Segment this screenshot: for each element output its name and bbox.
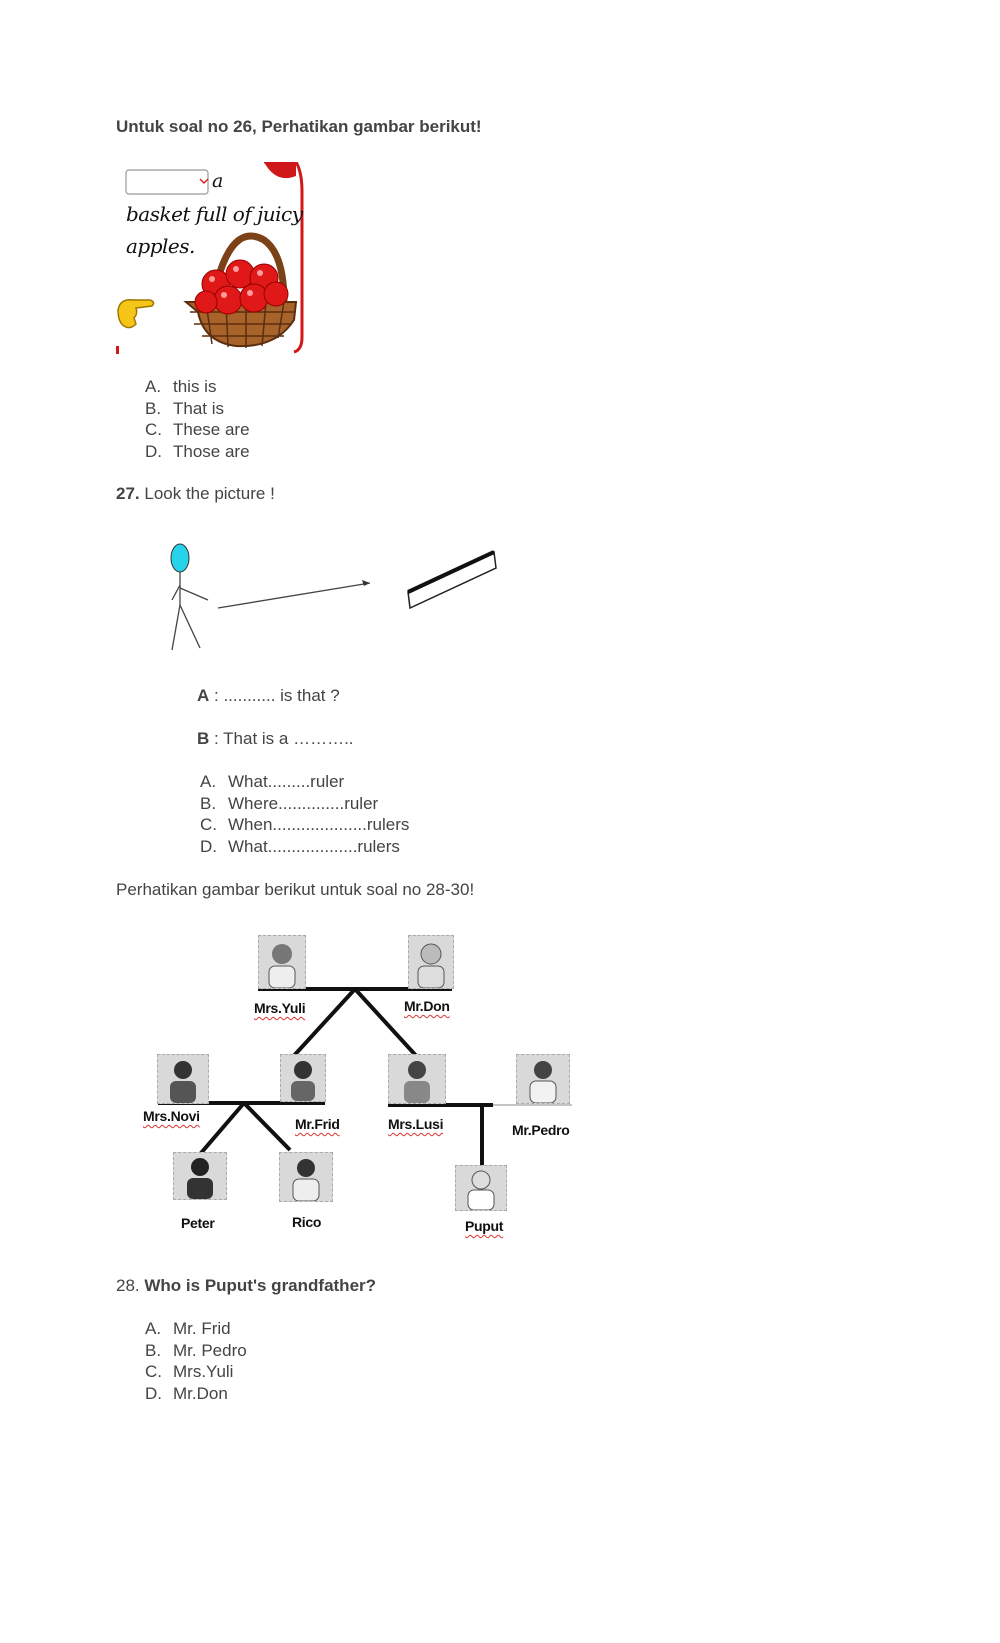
name-mr-pedro: Mr.Pedro [512,1122,570,1138]
name-mrs-lusi: Mrs.Lusi [388,1116,444,1132]
dialog-a-text: : ........... is that ? [214,686,340,705]
q26-options: A.this is B.That is C.These are D.Those … [145,376,250,462]
name-mrs-novi: Mrs.Novi [143,1108,200,1124]
dialog-line-b: B : That is a ……….. [197,729,354,749]
option-c[interactable]: C.These are [145,420,250,439]
q27-text: Look the picture ! [144,484,275,503]
option-c[interactable]: C.When....................rulers [200,815,410,834]
stick-figure-pointing-illustration [170,543,497,651]
avatar-mr-don [408,935,454,989]
q27-options: A.What.........ruler B.Where............… [200,771,409,857]
name-mrs-yuli: Mrs.Yuli [254,1000,306,1016]
pointing-hand-icon [117,298,155,329]
name-puput: Puput [465,1218,504,1234]
ruler-icon [407,550,497,610]
avatar-mr-pedro [516,1054,570,1104]
q27-number: 27. [116,484,140,503]
image-text-line1: basket full of juicy [126,202,303,226]
q26-picture: a basket full of juicy apples. [116,160,306,354]
dialog-line-a: A : ........... is that ? [197,686,340,706]
avatar-mrs-yuli [258,935,306,989]
name-mr-frid: Mr.Frid [295,1116,340,1132]
option-d[interactable]: D.Those are [145,441,250,461]
option-c[interactable]: C.Mrs.Yuli [145,1362,234,1381]
q27-title: 27. Look the picture ! [116,484,275,504]
dialog-a-label: A [197,686,210,705]
option-a[interactable]: A.Mr. Frid [145,1319,231,1338]
image-text-a: a [212,170,223,192]
name-peter: Peter [181,1215,215,1231]
q28-title: 28. Who is Puput's grandfather? [116,1276,376,1296]
q28-number: 28. [116,1276,140,1295]
image-text-line2: apples. [126,234,195,258]
option-b[interactable]: B.Where..............ruler [200,793,379,813]
option-a[interactable]: A.What.........ruler [200,772,345,791]
family-intro: Perhatikan gambar berikut untuk soal no … [116,880,475,899]
avatar-peter [173,1152,227,1200]
avatar-mr-frid [280,1054,326,1102]
option-b[interactable]: B.That is [145,398,225,418]
q27-picture [160,540,500,655]
option-d[interactable]: D.Mr.Don [145,1383,228,1403]
q28-text: Who is Puput's grandfather? [144,1276,377,1295]
q28-options: A.Mr. Frid B.Mr. Pedro C.Mrs.Yuli D.Mr.D… [145,1318,247,1404]
avatar-puput [455,1165,507,1211]
option-a[interactable]: A.this is [145,377,217,396]
name-mr-don: Mr.Don [404,998,450,1014]
apple-basket-illustration [116,160,304,354]
avatar-mrs-novi [157,1054,209,1104]
option-b[interactable]: B.Mr. Pedro [145,1340,247,1360]
avatar-rico [279,1152,333,1202]
q26-title: Untuk soal no 26, Perhatikan gambar beri… [116,117,482,136]
option-d[interactable]: D.What...................rulers [200,836,400,856]
dialog-b-label: B [197,729,210,748]
avatar-mrs-lusi [388,1054,446,1104]
name-rico: Rico [292,1214,322,1230]
dialog-b-text: : That is a ……….. [214,729,354,748]
